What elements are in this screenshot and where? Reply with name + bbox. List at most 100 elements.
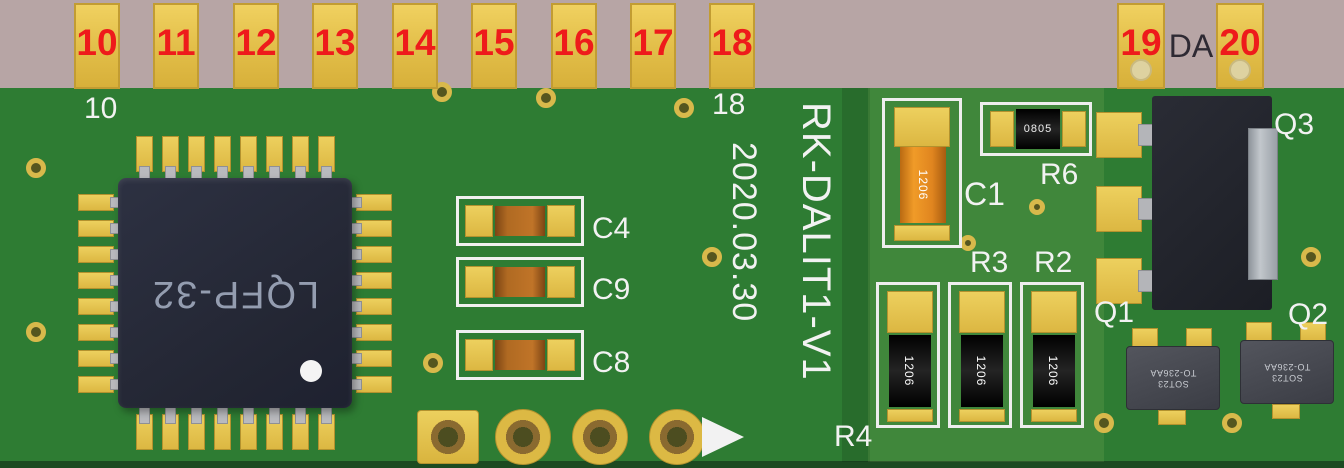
solder-pad [465, 205, 493, 237]
solder-pad [1186, 328, 1212, 348]
solder-pad [1272, 404, 1300, 419]
via [702, 247, 722, 267]
component-marking: 1206 [902, 355, 916, 387]
via [674, 98, 694, 118]
component-marking: 0805 [1023, 123, 1053, 135]
edge-pad-number: 14 [394, 22, 436, 63]
through-hole-pad [649, 409, 705, 465]
capacitor-body [495, 340, 545, 370]
ref-c1: C1 [964, 176, 1005, 212]
edge-pad-number: 20 [1219, 22, 1261, 63]
transistor-q3 [1152, 96, 1278, 310]
edge-pad-18: 18 [709, 3, 755, 89]
edge-pad-number: 18 [711, 22, 753, 63]
ic-pin1-marker-icon [300, 360, 322, 382]
ic-pad [78, 376, 114, 393]
solder-pad [887, 409, 933, 422]
edge-pad-12: 12 [233, 3, 279, 89]
edge-pad-10: 10 [74, 3, 120, 89]
edge-pad-number: 16 [553, 22, 595, 63]
ic-pad [78, 194, 114, 211]
capacitor-c1: 1206 [882, 98, 962, 248]
edge-pad-16: 16 [551, 3, 597, 89]
resistor-body: 1206 [961, 335, 1003, 407]
marking-line: TO-236AA [1263, 362, 1311, 372]
solder-pad [547, 266, 575, 298]
through-hole-pad [572, 409, 628, 465]
component-marking: SOT23 TO-236AA [1264, 361, 1310, 383]
through-hole-pad-square [417, 410, 479, 464]
marking-line: SOT23 [1157, 379, 1189, 389]
solder-pad [887, 291, 933, 333]
silkscreen-date: 2020.03.30 [725, 142, 763, 323]
marking-line: TO-236AA [1149, 368, 1197, 378]
solder-pad [1031, 409, 1077, 422]
edge-pad-number: 10 [76, 22, 118, 63]
edge-pad-17: 17 [630, 3, 676, 89]
ref-q1: Q1 [1094, 296, 1135, 329]
capacitor-body [495, 267, 545, 297]
resistor-r3-body: 1206 [948, 282, 1012, 428]
edge-pad-number: 17 [632, 22, 674, 63]
solder-pad [894, 107, 950, 147]
ref-q2: Q2 [1288, 298, 1329, 331]
resistor-r6: 0805 [980, 102, 1092, 156]
component-marking: 1206 [916, 169, 930, 201]
capacitor-c9 [456, 257, 584, 307]
solder-pad [894, 225, 950, 241]
edge-pad-number: 11 [156, 22, 196, 63]
ic-pad [78, 246, 114, 263]
via [960, 235, 976, 251]
component-marking: 1206 [974, 355, 988, 387]
via [1222, 413, 1242, 433]
ic-pad [78, 298, 114, 315]
ref-r4: R4 [834, 420, 873, 453]
via [1029, 199, 1045, 215]
ic-lqfp32: LQFP-32 [118, 178, 352, 408]
ic-pad [78, 350, 114, 367]
edge-pad-number: 15 [473, 22, 515, 63]
solder-pad [1062, 111, 1086, 147]
capacitor-body [495, 206, 545, 236]
solder-pad [1031, 291, 1077, 333]
resistor-body: 1206 [889, 335, 931, 407]
silkscreen-pin18-label: 18 [712, 88, 746, 121]
solder-pad [1132, 328, 1158, 348]
resistor-r2-body: 1206 [1020, 282, 1084, 428]
solder-pad [547, 205, 575, 237]
capacitor-c4 [456, 196, 584, 246]
edge-pad-15: 15 [471, 3, 517, 89]
solder-pad [465, 266, 493, 298]
ref-c9: C9 [592, 273, 631, 306]
transistor-q2: SOT23 TO-236AA [1240, 340, 1334, 404]
ic-pad [78, 220, 114, 237]
component-marking: 1206 [1046, 355, 1060, 387]
solder-pad [1246, 322, 1272, 342]
via [26, 322, 46, 342]
solder-pad [1096, 186, 1142, 232]
edge-pad-14: 14 [392, 3, 438, 89]
solder-pad [990, 111, 1014, 147]
ref-c8: C8 [592, 346, 631, 379]
solder-pad [547, 339, 575, 371]
silkscreen-board-name: RK-DALIT1-V1 [794, 102, 838, 381]
capacitor-body: 1206 [900, 147, 946, 223]
trace-shade [842, 88, 870, 462]
edge-pad-hole [1130, 59, 1152, 81]
ref-r3: R3 [970, 246, 1009, 279]
edge-pad-13: 13 [312, 3, 358, 89]
resistor-body: 0805 [1016, 109, 1060, 149]
through-hole-pad [495, 409, 551, 465]
solder-pad [959, 291, 1005, 333]
via [536, 88, 556, 108]
edge-pad-number: 12 [235, 22, 277, 63]
component-marking: SOT23 TO-236AA [1150, 367, 1196, 389]
via [1094, 413, 1114, 433]
resistor-body: 1206 [1033, 335, 1075, 407]
solder-pad [465, 339, 493, 371]
via [423, 353, 443, 373]
edge-pad-number: 19 [1120, 22, 1162, 63]
ref-q3: Q3 [1274, 108, 1315, 141]
via [1301, 247, 1321, 267]
